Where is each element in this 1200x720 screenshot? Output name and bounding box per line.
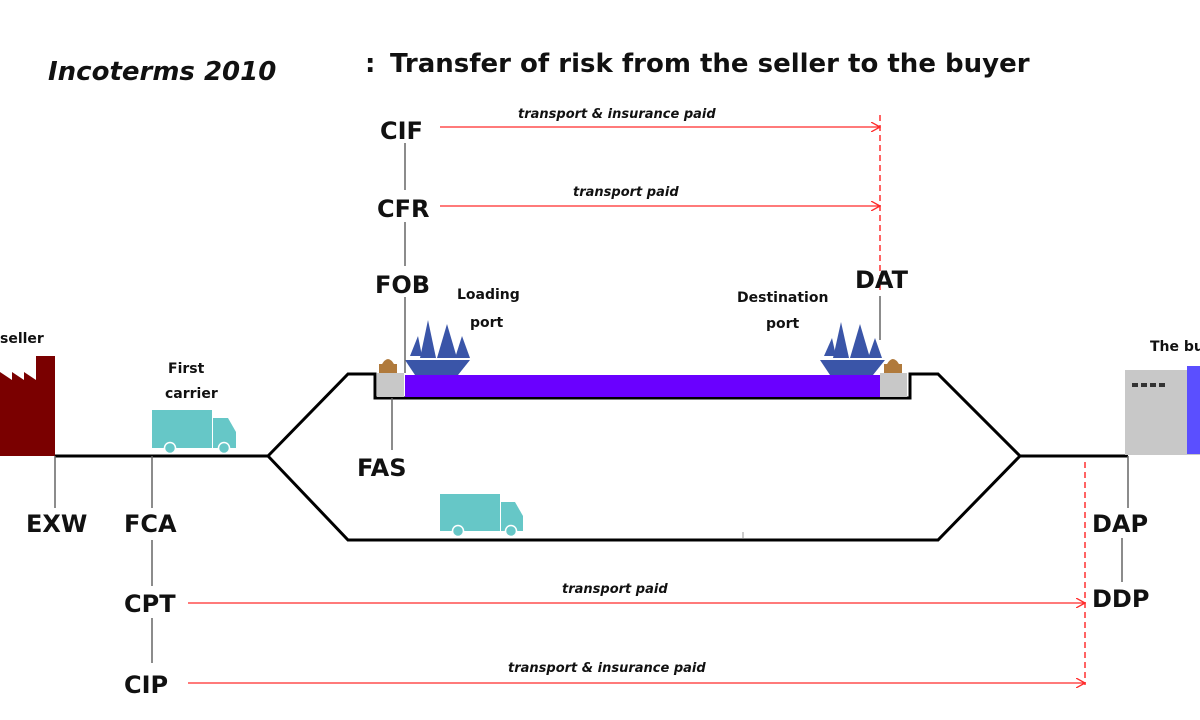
destination-port-label-1: Destination bbox=[737, 290, 828, 306]
bollard-icon bbox=[884, 359, 902, 373]
term-cif: CIF bbox=[380, 117, 423, 145]
route-lines bbox=[55, 372, 1128, 542]
title-main: Transfer of risk from the seller to the … bbox=[390, 49, 1030, 79]
risk-transfer-lines bbox=[879, 115, 1086, 685]
term-connectors bbox=[54, 143, 1129, 663]
term-dap: DAP bbox=[1092, 510, 1148, 538]
destination-dock bbox=[880, 373, 907, 397]
ship-icon bbox=[405, 320, 470, 375]
upper-sea-branch bbox=[266, 372, 1022, 458]
term-cpt: CPT bbox=[124, 590, 176, 618]
bollard-icon bbox=[379, 359, 397, 373]
seller-label: seller bbox=[0, 331, 44, 347]
lower-road-branch bbox=[266, 454, 1022, 542]
first-carrier-label-1: First bbox=[168, 361, 205, 377]
first-carrier-label-2: carrier bbox=[165, 386, 218, 402]
arrow-label-cip: transport & insurance paid bbox=[508, 661, 706, 676]
term-fob: FOB bbox=[375, 271, 430, 299]
arrow-label-cfr: transport paid bbox=[573, 185, 679, 200]
loading-port-label-1: Loading bbox=[457, 287, 520, 303]
factory-icon bbox=[0, 356, 55, 456]
term-fas: FAS bbox=[357, 454, 407, 482]
term-cip: CIP bbox=[124, 671, 168, 699]
term-dat: DAT bbox=[855, 266, 909, 294]
term-ddp: DDP bbox=[1092, 585, 1149, 613]
title-prefix: Incoterms 2010 bbox=[48, 57, 276, 87]
sea bbox=[405, 375, 880, 397]
term-cfr: CFR bbox=[377, 195, 430, 223]
arrow-label-cpt: transport paid bbox=[562, 582, 668, 597]
truck-icon bbox=[440, 494, 523, 538]
arrow-label-cif: transport & insurance paid bbox=[518, 107, 716, 122]
transfer-arrows bbox=[188, 127, 1085, 683]
loading-dock bbox=[377, 373, 404, 397]
ship-icon bbox=[820, 322, 885, 375]
buyer-label: The buyer bbox=[1150, 339, 1200, 355]
title-separator: : bbox=[365, 49, 375, 79]
destination-port-label-2: port bbox=[766, 316, 800, 332]
term-exw: EXW bbox=[26, 510, 87, 538]
term-fca: FCA bbox=[124, 510, 177, 538]
loading-port-label-2: port bbox=[470, 315, 504, 331]
warehouse-icon bbox=[1125, 366, 1200, 455]
truck-icon bbox=[152, 410, 236, 455]
